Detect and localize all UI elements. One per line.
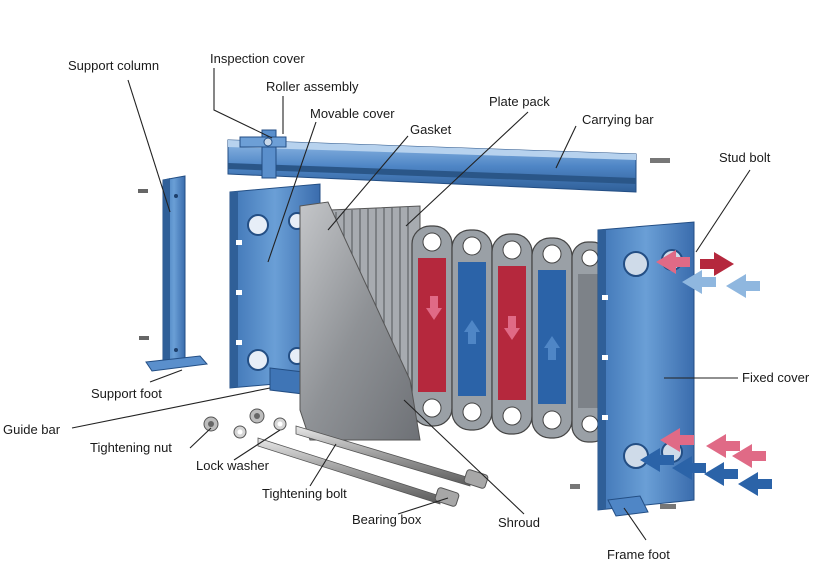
label-fixed-cover: Fixed cover [742, 370, 810, 385]
arrow-right-icon [732, 444, 766, 468]
arrow-right-icon [706, 434, 740, 458]
arrow-left-icon [672, 456, 706, 480]
leader-lines [71, 68, 751, 541]
arrow-up-icon [544, 336, 560, 360]
support-column [138, 175, 208, 372]
arrow-left-icon [700, 252, 734, 276]
label-bearing-box: Bearing box [352, 512, 422, 527]
labels: Support column Inspection cover Roller a… [3, 51, 810, 562]
shroud [299, 201, 421, 441]
label-guide-bar: Guide bar [3, 422, 61, 437]
label-lock-washer: Lock washer [196, 458, 270, 473]
hot-plate [411, 225, 453, 427]
roller-assembly [239, 129, 287, 179]
arrow-down-icon [426, 296, 442, 320]
stud-bolt [570, 484, 676, 509]
label-movable-cover: Movable cover [310, 106, 395, 121]
movable-cover [229, 183, 321, 389]
arrow-left-icon [640, 448, 674, 472]
carrying-bar [227, 139, 670, 193]
label-gasket: Gasket [410, 122, 452, 137]
lock-washer [233, 417, 287, 439]
tightening-bolt [257, 425, 471, 505]
label-stud-bolt: Stud bolt [719, 150, 771, 165]
label-plate-pack: Plate pack [489, 94, 550, 109]
bolt-icon [650, 158, 670, 163]
label-tightening-nut: Tightening nut [90, 440, 172, 455]
label-shroud: Shroud [498, 515, 540, 530]
bolt-icon [139, 336, 149, 340]
label-roller-assembly: Roller assembly [266, 79, 359, 94]
arrow-right-icon [726, 274, 760, 298]
label-support-foot: Support foot [91, 386, 162, 401]
arrow-left-icon [738, 472, 772, 496]
label-tightening-bolt: Tightening bolt [262, 486, 347, 501]
flow-arrows [640, 250, 772, 496]
label-carrying-bar: Carrying bar [582, 112, 654, 127]
bolt-icon [138, 189, 148, 193]
label-inspection-cover: Inspection cover [210, 51, 305, 66]
arrow-left-icon [704, 462, 738, 486]
label-support-column: Support column [68, 58, 159, 73]
arrow-left-icon [656, 250, 690, 274]
arrow-down-icon [504, 316, 520, 340]
arrow-right-icon [682, 270, 716, 294]
tightening-nut [203, 408, 265, 432]
arrow-up-icon [464, 320, 480, 344]
arrow-right-icon [660, 428, 694, 452]
label-frame-foot: Frame foot [607, 547, 670, 562]
